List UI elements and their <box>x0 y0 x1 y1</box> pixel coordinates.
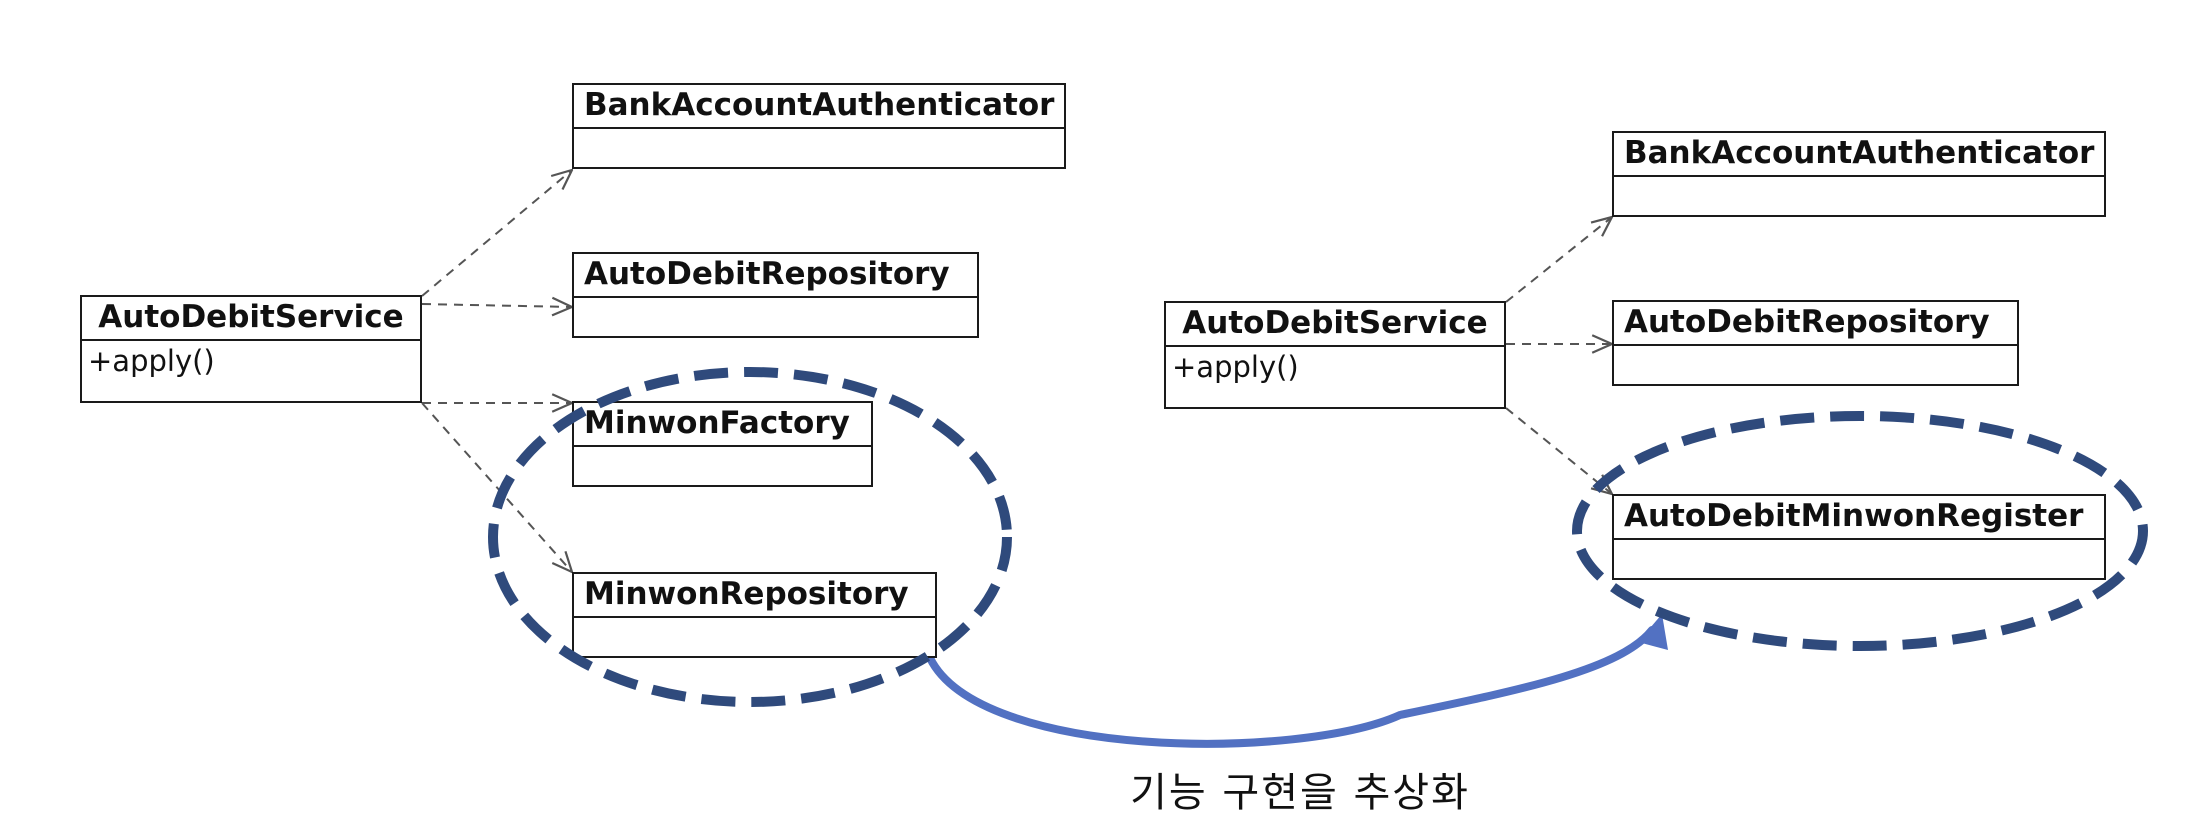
class-name: AutoDebitService <box>1166 303 1504 347</box>
right-class-auto-debit-service: AutoDebitService +apply() <box>1164 301 1506 409</box>
class-body <box>1614 177 2104 215</box>
dependency-arrow-left-auto-debit-repo <box>421 304 572 307</box>
dependency-arrow-right-bank-auth <box>1505 217 1612 303</box>
abstraction-caption: 기능 구현을 추상화 <box>1130 770 1470 816</box>
class-name: AutoDebitRepository <box>574 254 977 298</box>
class-body <box>574 129 1064 167</box>
right-class-auto-debit-minwon-register: AutoDebitMinwonRegister <box>1612 494 2106 580</box>
class-name: BankAccountAuthenticator <box>574 85 1064 129</box>
class-name: MinwonFactory <box>574 403 871 447</box>
abstraction-arrow <box>926 626 1656 748</box>
left-class-minwon-factory: MinwonFactory <box>572 401 873 487</box>
class-name: BankAccountAuthenticator <box>1614 133 2104 177</box>
class-name: AutoDebitMinwonRegister <box>1614 496 2104 540</box>
class-name: MinwonRepository <box>574 574 935 618</box>
dependency-arrow-left-bank-auth <box>421 170 572 297</box>
class-body <box>1614 540 2104 578</box>
dependency-arrow-left-minwon-repo <box>421 402 572 572</box>
class-body <box>574 298 977 336</box>
right-class-auto-debit-repository: AutoDebitRepository <box>1612 300 2019 386</box>
left-class-auto-debit-service: AutoDebitService +apply() <box>80 295 422 403</box>
class-operation: +apply() <box>88 344 215 378</box>
left-class-bank-account-authenticator: BankAccountAuthenticator <box>572 83 1066 169</box>
left-class-minwon-repository: MinwonRepository <box>572 572 937 658</box>
class-name: AutoDebitService <box>82 297 420 341</box>
class-name: AutoDebitRepository <box>1614 302 2017 346</box>
dependency-arrow-right-minwon-register <box>1505 407 1612 494</box>
class-body <box>574 618 935 656</box>
left-class-auto-debit-repository: AutoDebitRepository <box>572 252 979 338</box>
right-class-bank-account-authenticator: BankAccountAuthenticator <box>1612 131 2106 217</box>
class-body <box>574 447 871 485</box>
class-body <box>1614 346 2017 384</box>
class-operation: +apply() <box>1172 350 1299 384</box>
